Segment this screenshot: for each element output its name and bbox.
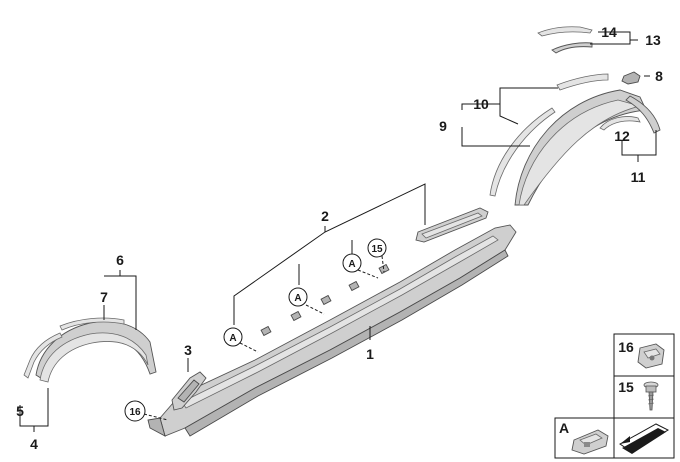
callout-16-label: 16: [129, 407, 141, 418]
legend-15-label: 15: [618, 379, 634, 395]
sill-clips: [260, 263, 390, 337]
legend-box-a[interactable]: A: [554, 417, 675, 459]
side-sill-panel[interactable]: [147, 224, 517, 437]
top-trim-strips[interactable]: [537, 26, 593, 54]
part-number-14: 14: [601, 24, 617, 40]
part-number-10: 10: [473, 96, 489, 112]
front-wheel-arch-trim[interactable]: [35, 320, 157, 383]
callout-a-3[interactable]: A: [342, 253, 362, 273]
front-wheel-arch-strip[interactable]: [23, 317, 125, 379]
legend-a-label: A: [559, 420, 569, 436]
callout-a-label: A: [294, 293, 301, 304]
part-number-9: 9: [439, 118, 447, 134]
legend-16-label: 16: [618, 339, 634, 355]
part-number-7: 7: [100, 289, 108, 305]
legend-box-16[interactable]: 16: [613, 333, 675, 377]
callout-a-label: A: [229, 333, 236, 344]
callout-a-label: A: [348, 259, 355, 270]
rear-wheel-arch-strip[interactable]: [489, 73, 609, 197]
callout-a-1[interactable]: A: [223, 327, 243, 347]
part-number-2: 2: [321, 208, 329, 224]
rear-wheel-arch-trim[interactable]: [514, 89, 647, 206]
part-number-4: 4: [30, 436, 38, 452]
callout-16[interactable]: 16: [124, 400, 146, 422]
callout-a-2[interactable]: A: [288, 287, 308, 307]
part-number-11: 11: [631, 169, 646, 185]
part-number-12: 12: [614, 128, 630, 144]
part-number-3: 3: [184, 342, 192, 358]
part-number-13: 13: [645, 32, 661, 48]
part-number-1: 1: [366, 346, 374, 362]
callout-dashes: [143, 255, 385, 421]
clip-detail-icon: [571, 429, 609, 455]
inner-arch-liner[interactable]: [599, 95, 661, 134]
part-number-6: 6: [116, 252, 124, 268]
screw-icon: [643, 381, 659, 411]
nut-clip-icon: [637, 343, 665, 369]
legend-box-15[interactable]: 15: [613, 375, 675, 419]
sill-trim-strip[interactable]: [415, 207, 489, 243]
sill-bracket[interactable]: [171, 371, 207, 411]
clip-part-8[interactable]: [621, 71, 641, 85]
callout-15-label: 15: [371, 244, 383, 255]
part-number-5: 5: [16, 403, 24, 419]
arrow-sign-icon: [619, 423, 670, 454]
part-number-8: 8: [655, 68, 663, 84]
leader-lines: [19, 31, 657, 432]
callout-15[interactable]: 15: [367, 238, 387, 258]
